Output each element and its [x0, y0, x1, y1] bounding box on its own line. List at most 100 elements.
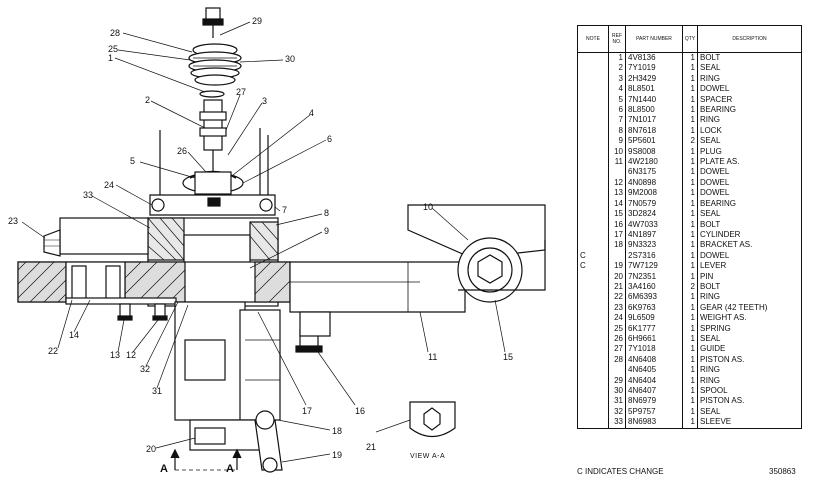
- cell-qty: 1: [682, 188, 698, 199]
- cell-note: [577, 386, 609, 397]
- cell-qty: 1: [682, 323, 698, 334]
- cell-ref: 11: [608, 157, 626, 168]
- cell-ref: 10: [608, 146, 626, 158]
- callout-12: 12: [126, 350, 136, 360]
- cell-note: [577, 188, 609, 199]
- cell-ref: 27: [608, 344, 626, 355]
- cell-part: 5P9757: [625, 406, 683, 418]
- cell-qty: 1: [682, 292, 698, 303]
- callout-2: 2: [145, 95, 150, 105]
- cell-note: [577, 177, 609, 189]
- callout-11: 11: [428, 352, 437, 362]
- cell-qty: 1: [682, 229, 698, 241]
- cell-part: 8N7618: [625, 125, 683, 137]
- callout-30: 30: [285, 54, 295, 64]
- cell-ref: 33: [608, 417, 626, 429]
- cell-desc: PISTON AS.: [697, 354, 802, 366]
- cell-note: [577, 115, 609, 126]
- callout-17: 17: [302, 406, 312, 416]
- callout-23: 23: [8, 216, 18, 226]
- cell-note: [577, 406, 609, 418]
- parts-list-table: NOTE REF NO. PART NUMBER QTY DESCRIPTION…: [577, 25, 802, 429]
- cell-ref: 2: [608, 63, 626, 74]
- header-ref: REF NO.: [608, 25, 626, 53]
- cell-part: 4N6407: [625, 386, 683, 397]
- cell-qty: 1: [682, 177, 698, 189]
- cell-part: 7N2351: [625, 271, 683, 282]
- cell-desc: DOWEL: [697, 250, 802, 262]
- cell-desc: BOLT: [697, 281, 802, 293]
- cell-ref: 7: [608, 115, 626, 126]
- cell-desc: SEAL: [697, 63, 802, 74]
- cell-part: 8N6983: [625, 417, 683, 429]
- cell-ref: 21: [608, 281, 626, 293]
- cell-desc: SPRING: [697, 323, 802, 334]
- cell-ref: 23: [608, 302, 626, 314]
- cell-ref: 15: [608, 209, 626, 220]
- cell-note: [577, 219, 609, 230]
- cell-qty: 1: [682, 375, 698, 386]
- callout-19: 19: [332, 450, 342, 460]
- cell-desc: WEIGHT AS.: [697, 313, 802, 324]
- cell-part: 9M2008: [625, 188, 683, 199]
- cell-note: [577, 209, 609, 220]
- cell-qty: 1: [682, 261, 698, 272]
- cell-part: 4V8136: [625, 52, 683, 64]
- cell-ref: 28: [608, 354, 626, 366]
- cell-qty: 1: [682, 396, 698, 407]
- callout-8: 8: [324, 208, 329, 218]
- cell-desc: RING: [697, 292, 802, 303]
- cell-ref: [608, 250, 626, 262]
- cell-part: 9L6509: [625, 313, 683, 324]
- cell-note: [577, 240, 609, 251]
- cell-desc: SEAL: [697, 209, 802, 220]
- cell-ref: [608, 365, 626, 376]
- cell-ref: 31: [608, 396, 626, 407]
- cell-note: [577, 52, 609, 64]
- cell-desc: SLEEVE: [697, 417, 802, 429]
- header-description: DESCRIPTION: [697, 25, 802, 53]
- cell-ref: 25: [608, 323, 626, 334]
- cell-part: 6M6393: [625, 292, 683, 303]
- cell-ref: 8: [608, 125, 626, 137]
- cell-part: 3A4160: [625, 281, 683, 293]
- cell-qty: 1: [682, 52, 698, 64]
- cell-desc: PIN: [697, 271, 802, 282]
- cell-note: [577, 302, 609, 314]
- cell-qty: 1: [682, 157, 698, 168]
- cell-qty: 1: [682, 333, 698, 345]
- cell-part: 8N6979: [625, 396, 683, 407]
- cell-qty: 1: [682, 365, 698, 376]
- callout-21: 21: [366, 442, 376, 452]
- cell-ref: 19: [608, 261, 626, 272]
- cell-ref: 3: [608, 73, 626, 85]
- cell-desc: DOWEL: [697, 167, 802, 178]
- cell-note: [577, 313, 609, 324]
- cell-desc: SPACER: [697, 94, 802, 106]
- cell-qty: 1: [682, 406, 698, 418]
- callout-14: 14: [69, 330, 79, 340]
- cell-note: [577, 146, 609, 158]
- cell-qty: 1: [682, 146, 698, 158]
- cell-desc: SEAL: [697, 406, 802, 418]
- cell-desc: SEAL: [697, 333, 802, 345]
- cell-note: C: [577, 250, 609, 262]
- cell-ref: 12: [608, 177, 626, 189]
- cell-desc: DOWEL: [697, 177, 802, 189]
